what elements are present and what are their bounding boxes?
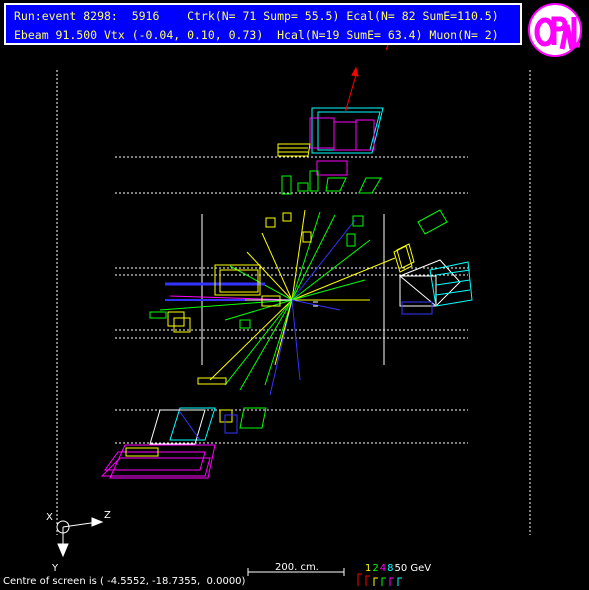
right-cluster: [393, 243, 473, 315]
tracks: [159, 209, 396, 396]
axis-x-label: X: [46, 512, 53, 523]
energy-legend-item: 4: [379, 563, 387, 574]
bottom-cluster: [100, 407, 267, 479]
opal-logo: [528, 3, 582, 57]
opal-logo-letters: [534, 16, 580, 50]
event-info-line-2: Ebeam 91.500 Vtx (-0.04, 0.10, 0.73) Hca…: [14, 28, 499, 42]
jet-chamber-outline: [201, 214, 385, 365]
energy-legend-item: 50 GeV: [394, 563, 432, 574]
energy-legend: 124850 GeV: [365, 563, 432, 574]
energy-legend-item: 8: [387, 563, 394, 574]
muon-track: [344, 27, 396, 114]
axis-z-label: Z: [104, 510, 111, 521]
central-hits: [149, 209, 448, 385]
axis-y-label: Y: [52, 563, 59, 574]
energy-legend-item: 1: [365, 563, 372, 574]
energy-legend-item: 2: [372, 563, 379, 574]
axis-symbol: [56, 517, 104, 558]
event-info-line-1: Run:event 8298: 5916 Ctrk(N= 71 Sump= 55…: [14, 9, 499, 23]
scale-bar: [247, 568, 345, 576]
scale-label: 200. cm.: [275, 562, 319, 573]
energy-legend-bars: [357, 573, 402, 586]
event-info-header: Run:event 8298: 5916 Ctrk(N= 71 Sump= 55…: [4, 3, 522, 45]
ecal-upper: [281, 170, 382, 195]
centre-of-screen: Centre of screen is ( -4.5552, -18.7355,…: [3, 576, 246, 587]
top-cluster: [277, 107, 384, 176]
